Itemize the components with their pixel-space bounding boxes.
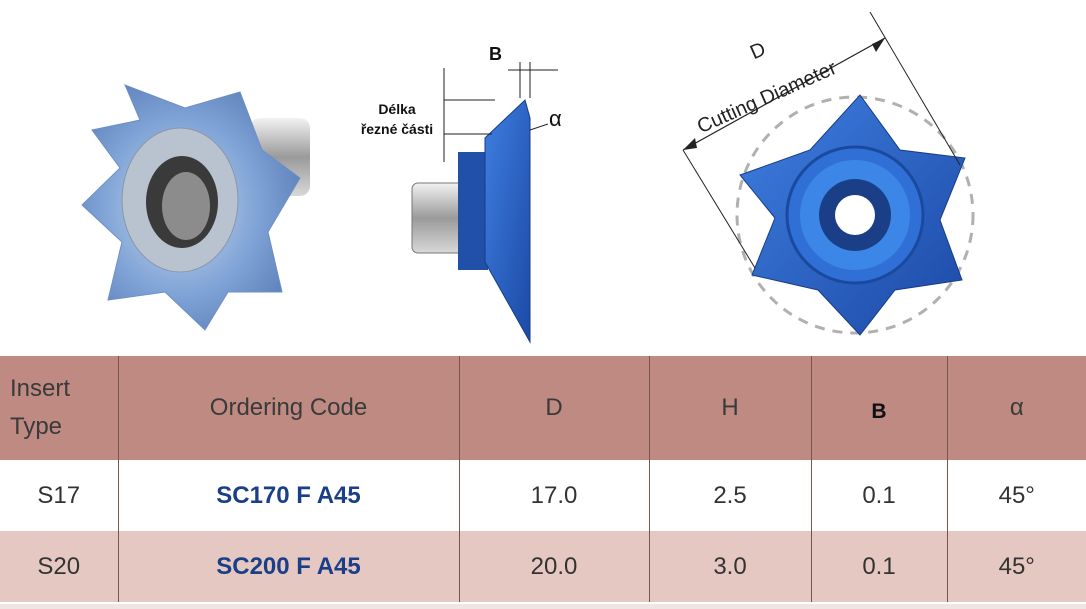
insert-3d-view (81, 84, 310, 331)
header-ordering-code: Ordering Code (117, 356, 459, 460)
insert-side-view (411, 62, 558, 344)
cell-d: 20.0 (458, 531, 649, 602)
header-b: B (810, 356, 947, 460)
cell-h: 3.0 (648, 531, 811, 602)
header-insert-type: Insert Type (0, 356, 118, 460)
cell-alpha: 45° (946, 460, 1086, 531)
cell-alpha: 45° (946, 531, 1086, 602)
cell-b: 0.1 (810, 531, 947, 602)
label-b: B (489, 44, 502, 64)
spec-table: Insert Type Ordering Code D H B α S17 SC… (0, 356, 1086, 602)
cell-b: 0.1 (810, 460, 947, 531)
cell-ordering-code: SC170 F A45 (117, 460, 459, 531)
illustration-area: B Délka řezné části α D Cutting Diameter (81, 11, 975, 344)
table-row: S20 SC200 F A45 20.0 3.0 0.1 45° (0, 531, 1086, 602)
cell-d: 17.0 (458, 460, 649, 531)
table-row: S17 SC170 F A45 17.0 2.5 0.1 45° (0, 460, 1086, 531)
cell-type: S20 (37, 552, 81, 580)
cell-type: S17 (37, 481, 81, 509)
table-header-row: Insert Type Ordering Code D H B α (0, 356, 1086, 460)
cell-ordering-code: SC200 F A45 (117, 531, 459, 602)
bottom-strip (0, 604, 1086, 609)
header-h: H (648, 356, 811, 460)
header-alpha: α (946, 356, 1086, 460)
header-insert-type-line1: Insert (10, 375, 71, 402)
cell-h: 2.5 (648, 460, 811, 531)
label-cut-length-line2: řezné části (360, 121, 434, 137)
insert-front-view (682, 11, 975, 336)
header-insert-type-line2: Type (10, 413, 63, 440)
label-alpha: α (549, 106, 562, 131)
label-cut-length: Délka řezné části (354, 99, 440, 139)
label-cut-length-line1: Délka (378, 101, 416, 117)
insert-drawings (81, 11, 975, 344)
header-d: D (458, 356, 649, 460)
